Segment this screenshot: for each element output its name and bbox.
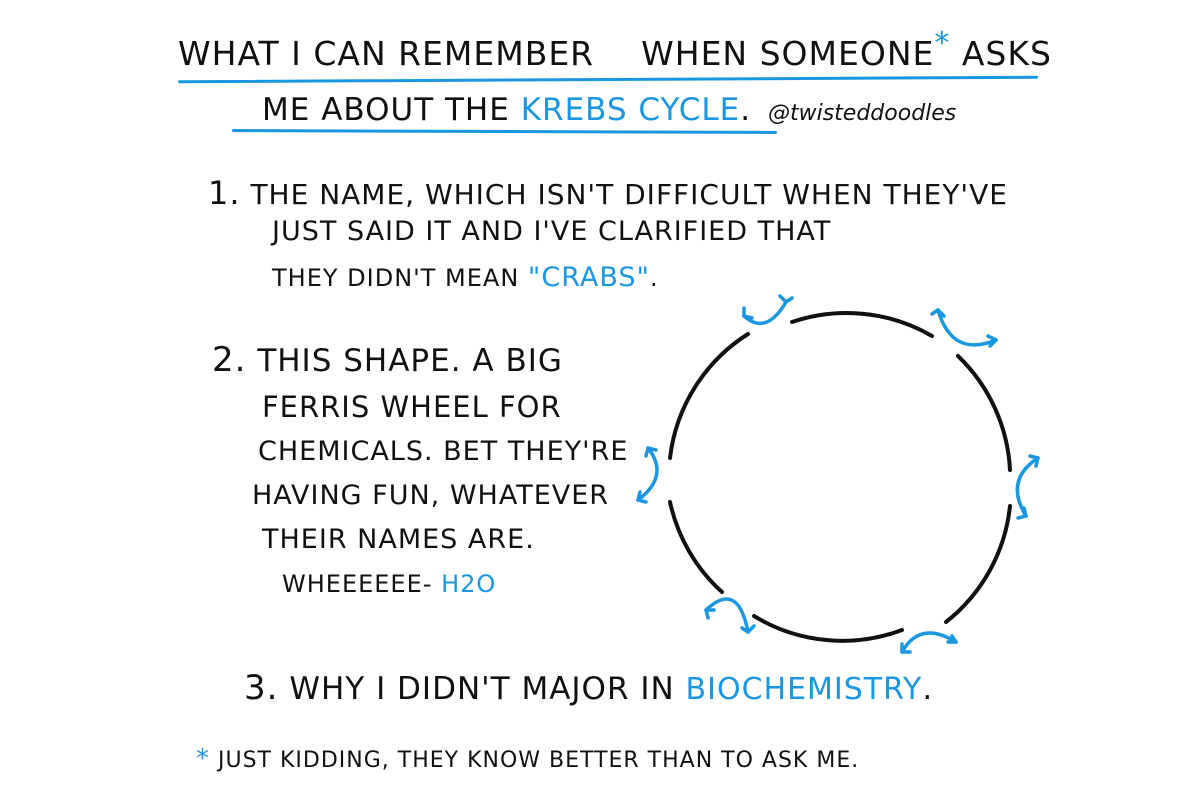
- title-line-1: What I can remember when Someone* asks: [178, 26, 1052, 73]
- item-2-line-3: Chemicals. Bet they're: [258, 436, 628, 467]
- item-1-text-1: The name, which isn't difficult when the…: [250, 178, 1008, 211]
- item-1-number: 1.: [208, 174, 241, 212]
- item-3-number: 3.: [244, 668, 279, 708]
- item-2-text-4: having fun, whatever: [252, 480, 610, 511]
- author-handle: @twisteddoodles: [767, 101, 957, 126]
- item-1-text-2: just said it and I've clarified that: [272, 216, 832, 247]
- krebs-cycle-diagram: [620, 280, 1060, 660]
- title-text-d: me about the: [262, 92, 510, 128]
- item-2-line-6: Wheeeeee- H2O: [282, 570, 496, 598]
- item-2-text-2: Ferris wheel for: [262, 390, 562, 424]
- item-3-text: Why I didn't major in: [289, 671, 675, 707]
- title-text-c: asks: [961, 34, 1052, 73]
- item-2-line-1: 2. This shape. A big: [212, 340, 563, 380]
- title-underline-2: [231, 129, 778, 134]
- title-underline-1: [177, 75, 1039, 84]
- item-2-text-3: Chemicals. Bet they're: [258, 436, 629, 467]
- title-period: .: [740, 92, 752, 128]
- title-line-2: me about the Krebs Cycle. @twisteddoodle…: [262, 92, 956, 128]
- item-2-text-1: This shape. A big: [257, 343, 563, 379]
- item-2-text-5: their names are.: [262, 524, 535, 555]
- item-1-line-1: 1. The name, which isn't difficult when …: [208, 174, 1008, 212]
- item-2-number: 2.: [212, 340, 247, 380]
- item-1-line-2: just said it and I've clarified that: [272, 216, 831, 247]
- crabs-highlight: "Crabs": [527, 262, 650, 293]
- footnote-asterisk: *: [196, 744, 210, 774]
- item-1-period: .: [649, 264, 659, 292]
- footnote: * Just kidding, they know better than to…: [196, 744, 859, 774]
- title-text-a: What I can remember: [178, 34, 595, 73]
- item-2-line-5: their names are.: [262, 524, 535, 555]
- item-2-line-2: Ferris wheel for: [262, 390, 562, 424]
- item-3-period: .: [922, 671, 934, 707]
- biochemistry-highlight: Biochemistry: [685, 672, 923, 707]
- item-2-text-6: Wheeeeee-: [282, 570, 433, 598]
- asterisk-marker: *: [934, 26, 951, 61]
- krebs-cycle-highlight: Krebs Cycle: [520, 92, 741, 128]
- h2o-highlight: H2O: [441, 570, 497, 598]
- footnote-text: Just kidding, they know better than to a…: [218, 748, 860, 773]
- item-2-line-4: having fun, whatever: [252, 480, 609, 511]
- title-text-b: when Someone: [641, 34, 935, 73]
- circular-arrows-cycle-icon: [636, 294, 1040, 654]
- item-3-line: 3. Why I didn't major in Biochemistry.: [244, 668, 933, 708]
- item-1-text-3: they didn't mean: [272, 264, 520, 292]
- item-1-line-3: they didn't mean "Crabs".: [272, 262, 659, 293]
